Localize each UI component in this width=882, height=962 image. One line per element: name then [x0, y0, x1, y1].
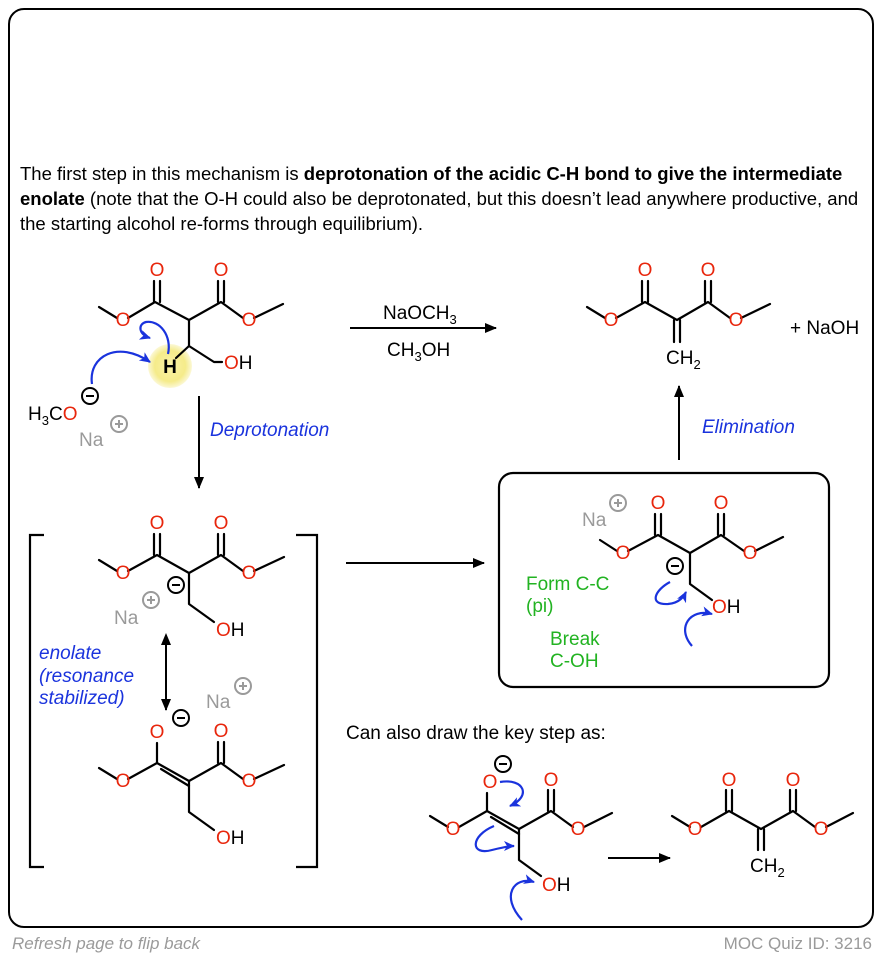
oxygen-label: O — [604, 310, 619, 331]
positive-charge — [609, 494, 627, 512]
hydroxyl-label: OH — [542, 875, 571, 896]
oxygen-label: O — [214, 721, 229, 742]
curved-arrow — [138, 320, 170, 355]
elimination-intermediate: Na O O O O OH Form C-C (pi) Break C-OH — [526, 493, 785, 672]
negative-charge — [494, 755, 512, 773]
curved-arrow — [654, 581, 687, 606]
oxygen-label: O — [743, 543, 758, 564]
elimination-label: Elimination — [702, 417, 795, 438]
deprotonation-label: Deprotonation — [210, 420, 329, 441]
curved-arrow — [90, 350, 151, 385]
negative-charge — [167, 576, 185, 594]
sodium-label: Na — [114, 608, 139, 629]
oxygen-label: O — [116, 771, 131, 792]
product-alkylidene-malonate: O O O O CH2 + NaOH — [585, 260, 859, 372]
resonance-bracket — [28, 533, 319, 869]
curved-arrow — [509, 874, 535, 921]
hydroxyl-label: OH — [216, 828, 245, 849]
oxygen-label: O — [446, 819, 461, 840]
oxygen-label: O — [729, 310, 744, 331]
key-step-label: Can also draw the key step as: — [346, 723, 606, 744]
oxygen-label: O — [571, 819, 586, 840]
quiz-id: MOC Quiz ID: 3216 — [723, 934, 872, 953]
acidic-hydrogen-label: H — [163, 357, 177, 378]
quiz-card — [8, 8, 874, 928]
oxygen-label: O — [722, 770, 737, 791]
enolate-label-2: (resonance — [39, 666, 134, 687]
intro-text: The first step in this mechanism is depr… — [20, 161, 868, 236]
overall-reaction-arrow: NaOCH3 CH3OH — [350, 303, 497, 364]
oxygen-label: O — [814, 819, 829, 840]
key-step-product: O O O O CH2 — [670, 770, 855, 880]
positive-charge — [142, 591, 160, 609]
oxygen-label: O — [483, 772, 498, 793]
sodium-label: Na — [582, 510, 607, 531]
oxygen-label: O — [688, 819, 703, 840]
negative-charge — [81, 387, 99, 405]
curved-arrow — [684, 606, 713, 647]
oxygen-label: O — [242, 771, 257, 792]
enolate-label-1: enolate — [39, 643, 101, 664]
oxygen-label: O — [714, 493, 729, 514]
enolate-oxyanion: O O O O OH — [97, 709, 286, 849]
oxygen-label: O — [150, 260, 165, 281]
intro-rest: (note that the O-H could also be deproto… — [20, 188, 859, 234]
sodium-label: Na — [206, 692, 231, 713]
base-reagent: NaOCH3 — [383, 303, 457, 327]
methoxide-label: H3CO — [28, 404, 77, 428]
oxygen-label: O — [214, 513, 229, 534]
methylene-label: CH2 — [666, 348, 701, 372]
positive-charge — [110, 415, 128, 433]
hydroxyl-label: OH — [712, 597, 741, 618]
negative-charge — [172, 709, 190, 727]
acidic-h-highlight — [148, 344, 192, 388]
hydroxyl-label: OH — [224, 353, 253, 374]
enolate-label-3: stabilized) — [39, 688, 125, 709]
oxygen-label: O — [786, 770, 801, 791]
enolate-carbanion: O O O O OH Na — [97, 513, 286, 641]
oxygen-label: O — [242, 563, 257, 584]
form-bond-label-1: Form C-C — [526, 574, 609, 595]
intro-lead: The first step in this mechanism is — [20, 163, 304, 184]
oxygen-label: O — [150, 513, 165, 534]
oxygen-label: O — [214, 260, 229, 281]
intro-bold: deprotonation of the acidic C-H bond to … — [20, 163, 843, 209]
break-bond-label-1: Break — [550, 629, 600, 650]
oxygen-label: O — [544, 770, 559, 791]
positive-charge — [234, 677, 252, 695]
form-bond-label-2: (pi) — [526, 596, 553, 617]
byproduct-label: + NaOH — [790, 318, 859, 339]
elimination-box — [497, 471, 831, 689]
oxygen-label: O — [638, 260, 653, 281]
curved-arrow — [474, 824, 515, 853]
sodium-label: Na — [79, 430, 104, 451]
hydroxyl-label: OH — [216, 620, 245, 641]
oxygen-label: O — [150, 722, 165, 743]
oxygen-label: O — [701, 260, 716, 281]
negative-charge — [666, 557, 684, 575]
starting-material: O O O O H OH H3CO Na — [28, 260, 285, 451]
solvent-reagent: CH3OH — [387, 340, 450, 364]
curved-arrow — [499, 780, 524, 808]
methylene-label: CH2 — [750, 856, 785, 880]
oxygen-label: O — [116, 310, 131, 331]
oxygen-label: O — [116, 563, 131, 584]
oxygen-label: O — [242, 310, 257, 331]
break-bond-label-2: C-OH — [550, 651, 599, 672]
oxygen-label: O — [616, 543, 631, 564]
flip-back-note: Refresh page to flip back — [12, 934, 201, 953]
oxygen-label: O — [651, 493, 666, 514]
key-step-enolate: O O O O OH — [428, 755, 614, 921]
